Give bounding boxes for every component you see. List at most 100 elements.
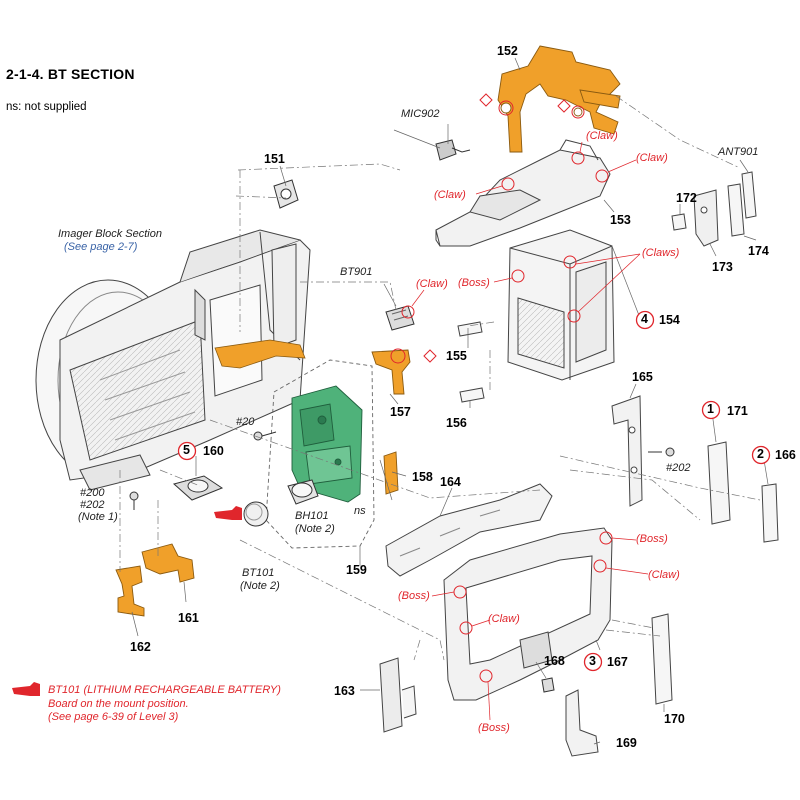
part-156-sheet [459, 387, 485, 403]
part-174-sheet [727, 183, 745, 237]
part-number-166: 166 [775, 448, 796, 462]
callout-claw-4: (Claw) [416, 278, 448, 290]
part-number-169: 169 [616, 736, 637, 750]
part-160-dial [172, 475, 224, 501]
battery-note-line2: Board on the mount position. [48, 697, 189, 710]
label-bt901: BT901 [340, 266, 373, 278]
part-169-bracket [565, 689, 599, 757]
callout-boss-2: (Boss) [636, 533, 668, 545]
part-number-152: 152 [497, 44, 518, 58]
part-number-157: 157 [390, 405, 411, 419]
part-number-172: 172 [676, 191, 697, 205]
part-number-159: 159 [346, 563, 367, 577]
part-159-outline [265, 359, 375, 549]
part-158-flex [383, 451, 399, 495]
part-number-161: 161 [178, 611, 199, 625]
bh101-holder [287, 479, 319, 505]
ant901-antenna [741, 171, 757, 219]
imager-flex-cable [214, 339, 306, 369]
part-165-bracket [611, 395, 643, 507]
part-number-167: 167 [607, 655, 628, 669]
part-number-165: 165 [632, 370, 653, 384]
part-number-151: 151 [264, 152, 285, 166]
circled-ref-1: 1 [707, 402, 714, 416]
part-157-flex [371, 349, 411, 395]
part-number-158: 158 [412, 470, 433, 484]
circled-ref-3: 3 [589, 654, 596, 668]
ns-legend: ns: not supplied [6, 101, 87, 113]
callout-claws: (Claws) [642, 247, 680, 259]
label-bh101-note: (Note 2) [295, 523, 335, 535]
label-ns: ns [354, 505, 366, 517]
part-154-shield [507, 229, 615, 381]
screw-202-right [648, 447, 675, 457]
circled-ref-5: 5 [183, 443, 190, 457]
red-pointing-hand-icon [12, 682, 40, 696]
part-162-flex [115, 565, 145, 617]
claw-boss-markers [390, 100, 613, 683]
part-164-frame [385, 483, 553, 577]
callout-claw-5: (Claw) [648, 569, 680, 581]
part-number-155: 155 [446, 349, 467, 363]
label-screw-20: #20 [236, 416, 255, 428]
imager-block-link[interactable]: (See page 2-7) [64, 241, 138, 253]
part-number-171: 171 [727, 404, 748, 418]
part-number-160: 160 [203, 444, 224, 458]
circled-ref-2: 2 [757, 447, 764, 461]
callout-boss-4: (Boss) [478, 722, 510, 734]
label-bh101: BH101 [295, 510, 329, 522]
part-168-clip [541, 677, 555, 693]
part-153-frame [435, 139, 611, 247]
main-board [291, 385, 363, 503]
circled-ref-rings [177, 310, 771, 672]
part-167-frame [443, 527, 613, 701]
callout-claw-1: (Claw) [586, 130, 618, 142]
part-161-flex [141, 543, 195, 583]
part-170-sheet [651, 613, 673, 705]
diamond-marker-icon [423, 93, 571, 363]
label-ant901: ANT901 [718, 146, 759, 158]
part-number-153: 153 [610, 213, 631, 227]
bt901-part [385, 305, 415, 331]
part-173-bracket [693, 189, 719, 247]
part-163-cover [379, 657, 417, 733]
callout-boss-3: (Boss) [398, 590, 430, 602]
callout-claw-2: (Claw) [636, 152, 668, 164]
battery-note-line1: BT101 (LITHIUM RECHARGEABLE BATTERY) [48, 684, 281, 696]
part-number-162: 162 [130, 640, 151, 654]
part-number-173: 173 [712, 260, 733, 274]
part-166-sheet [761, 483, 779, 543]
imager-block-label: Imager Block Section [58, 228, 162, 240]
part-171-sheet [707, 441, 731, 525]
imager-block [35, 229, 311, 491]
bt101-battery [243, 501, 269, 527]
label-bt101: BT101 [242, 567, 275, 579]
part-number-174: 174 [748, 244, 769, 258]
part-172-sheet [671, 213, 687, 231]
label-screw-note1: (Note 1) [78, 511, 118, 523]
part-number-163: 163 [334, 684, 355, 698]
callout-claw-6: (Claw) [488, 613, 520, 625]
part-152-flex [497, 45, 621, 153]
part-155-sheet [457, 321, 483, 337]
label-bt101-note: (Note 2) [240, 580, 280, 592]
part-number-168: 168 [544, 654, 565, 668]
part-number-170: 170 [664, 712, 685, 726]
red-pointing-hand-icon [214, 506, 242, 520]
circled-ref-4: 4 [641, 312, 648, 326]
label-screw-202: #202 [80, 499, 105, 511]
page-title: 2-1-4. BT SECTION [6, 66, 135, 82]
screw-200-202 [129, 491, 139, 510]
part-number-164: 164 [440, 475, 461, 489]
part-number-156: 156 [446, 416, 467, 430]
part-number-154: 154 [659, 313, 680, 327]
label-mic902: MIC902 [401, 108, 440, 120]
screw-20 [253, 431, 277, 441]
label-screw-202-right: #202 [666, 462, 691, 474]
battery-note-line3: (See page 6-39 of Level 3) [48, 711, 179, 723]
battery-note: BT101 (LITHIUM RECHARGEABLE BATTERY) Boa… [48, 684, 281, 725]
label-screw-200: #200 [80, 487, 105, 499]
assembly-lines [119, 95, 761, 661]
